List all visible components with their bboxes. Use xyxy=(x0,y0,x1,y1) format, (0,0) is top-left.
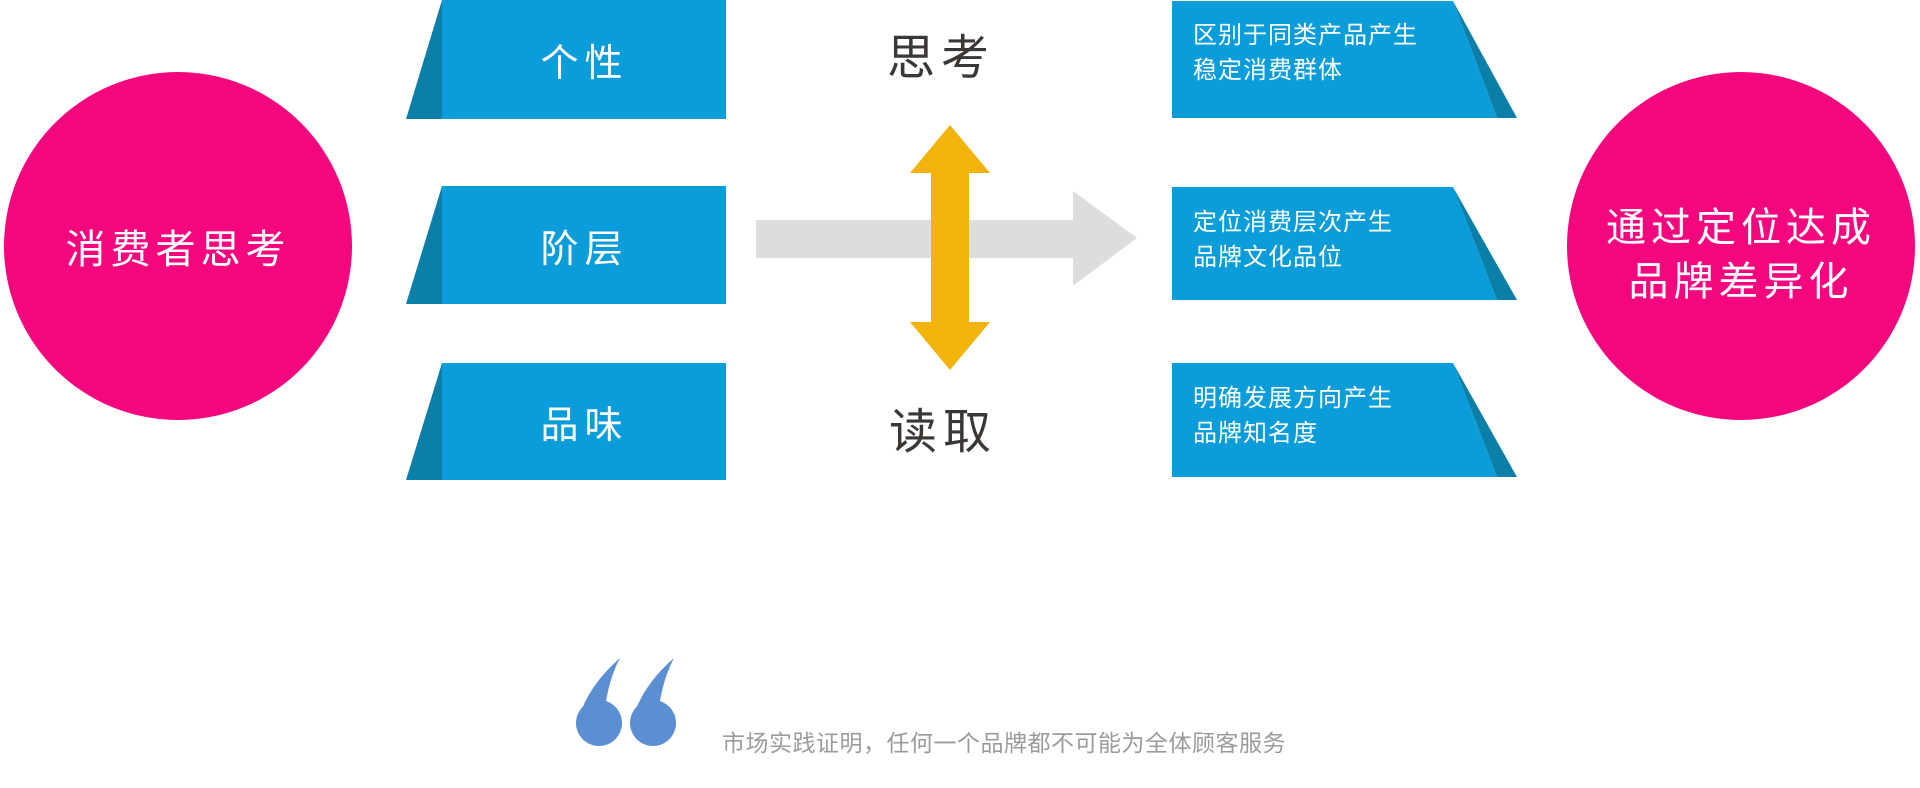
differentiation-circle xyxy=(1567,72,1915,420)
read-label: 读取 xyxy=(888,406,997,459)
ribbon-fold-icon xyxy=(406,186,442,304)
result-box-3-shape xyxy=(1172,363,1517,477)
result-box-2-text: 定位消费层次产生 品牌文化品位 xyxy=(1193,205,1463,275)
differentiation-line2: 品牌差异化 xyxy=(1628,260,1854,304)
quote-text: 市场实践证明，任何一个品牌都不可能为全体顾客服务 xyxy=(722,730,1286,756)
result-box-2-shape xyxy=(1172,187,1517,300)
result-box-2-line2: 品牌文化品位 xyxy=(1193,244,1343,271)
box-fold-icon xyxy=(1453,1,1517,118)
ribbon-fold-icon xyxy=(406,363,442,480)
box-body xyxy=(1172,1,1497,118)
ribbon-personality-shape xyxy=(406,0,726,119)
ribbon-label-personality: 个性 xyxy=(540,43,629,85)
result-box-1-line1: 区别于同类产品产生 xyxy=(1193,22,1418,49)
up-down-arrow-icon xyxy=(910,125,990,370)
ribbon-taste-shape xyxy=(406,363,726,480)
consumer-circle-label: 消费者思考 xyxy=(65,228,291,272)
ribbon-body xyxy=(442,186,726,304)
differentiation-line1: 通过定位达成 xyxy=(1606,206,1876,250)
box-fold-icon xyxy=(1453,363,1517,477)
result-box-1-text: 区别于同类产品产生 稳定消费群体 xyxy=(1193,18,1463,88)
box-body xyxy=(1172,187,1497,300)
ribbon-body xyxy=(442,363,726,480)
result-box-3-line1: 明确发展方向产生 xyxy=(1193,385,1393,412)
box-body xyxy=(1172,363,1497,477)
result-box-1-shape xyxy=(1172,1,1517,118)
ribbon-label-taste: 品味 xyxy=(540,405,629,447)
result-box-2-line1: 定位消费层次产生 xyxy=(1193,209,1393,236)
ribbon-body xyxy=(442,0,726,119)
result-box-1-line2: 稳定消费群体 xyxy=(1193,57,1343,84)
ribbon-fold-icon xyxy=(406,0,442,119)
consumer-circle xyxy=(4,72,352,420)
box-fold-icon xyxy=(1453,187,1517,300)
ribbon-class-shape xyxy=(406,186,726,304)
ribbon-label-class: 阶层 xyxy=(540,228,629,271)
result-box-3-text: 明确发展方向产生 品牌知名度 xyxy=(1193,381,1463,451)
result-box-3-line2: 品牌知名度 xyxy=(1193,420,1318,447)
think-label: 思考 xyxy=(886,32,995,85)
differentiation-circle-label: 通过定位达成 品牌差异化 xyxy=(1567,81,1915,429)
quote-icon xyxy=(576,658,676,746)
